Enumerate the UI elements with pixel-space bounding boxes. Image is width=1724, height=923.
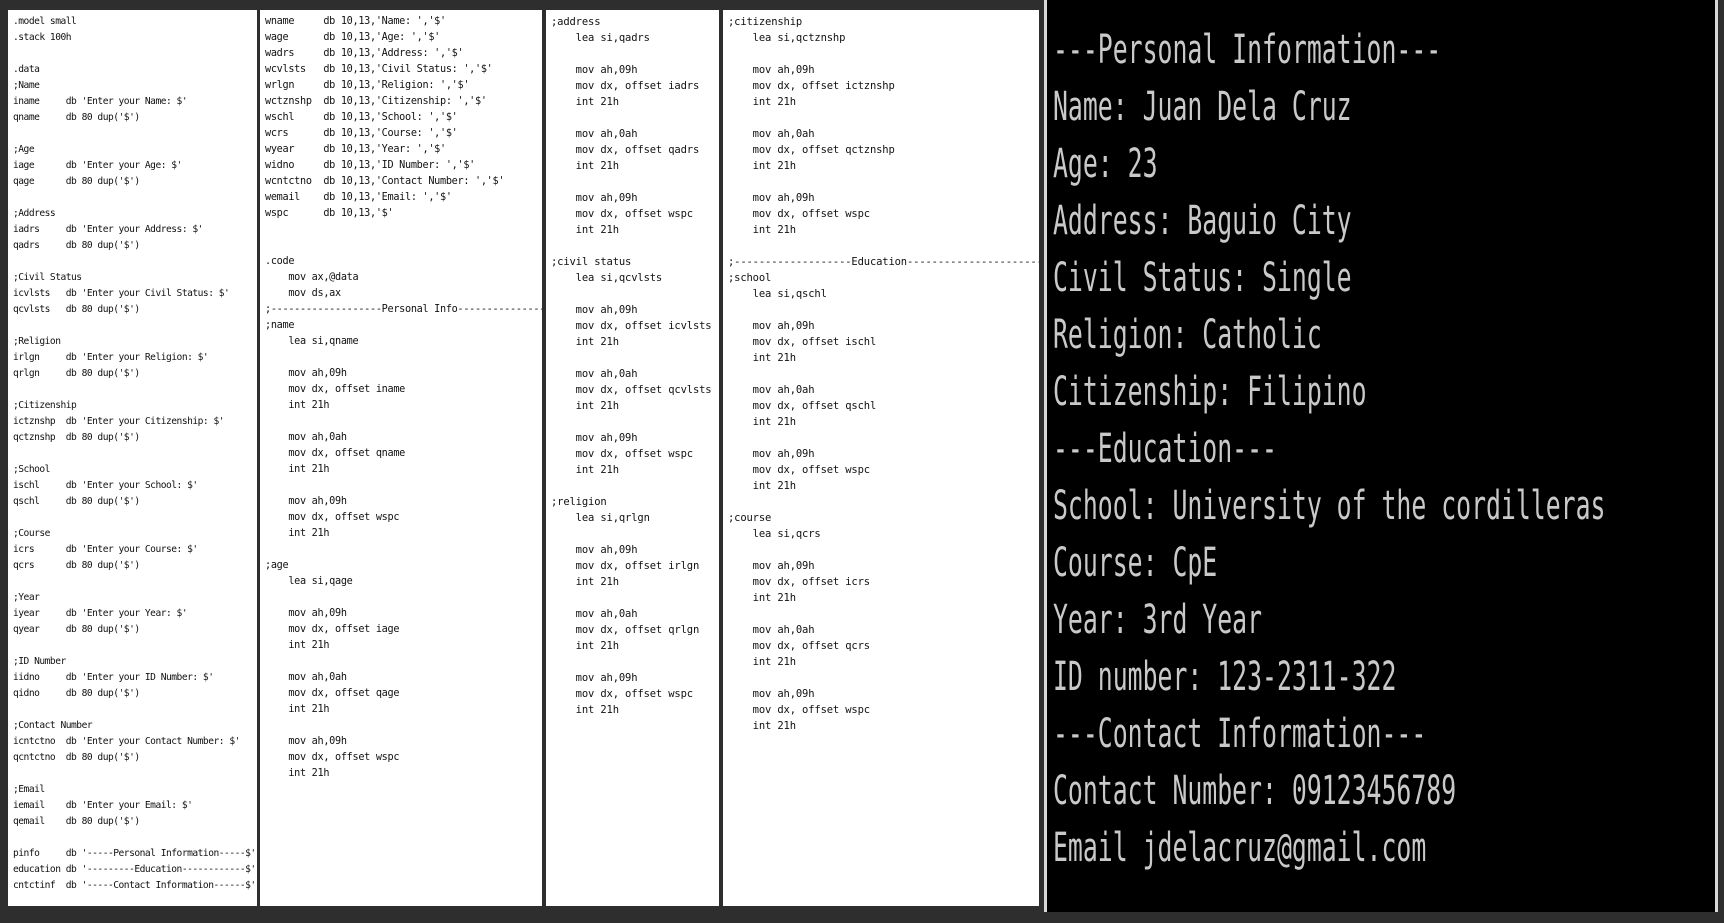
code-text: ;citizenship lea si,qctznshp mov ah,09h … bbox=[728, 16, 1039, 732]
terminal-line: Citizenship: Filipino bbox=[1053, 369, 1367, 415]
terminal-line: ---Contact Information--- bbox=[1053, 711, 1427, 757]
code-text: .model small .stack 100h .data ;Name ina… bbox=[13, 16, 257, 891]
terminal-line: Email jdelacruz@gmail.com bbox=[1053, 825, 1427, 871]
terminal-output-window: ---Personal Information--- Name: Juan De… bbox=[1044, 0, 1718, 912]
terminal-line: ---Personal Information--- bbox=[1053, 27, 1442, 73]
terminal-line: Year: 3rd Year bbox=[1053, 597, 1263, 643]
terminal-line: School: University of the cordilleras bbox=[1053, 483, 1606, 529]
terminal-line: ---Education--- bbox=[1053, 426, 1277, 472]
terminal-line: Name: Juan Dela Cruz bbox=[1053, 84, 1352, 130]
terminal-line: Contact Number: 09123456789 bbox=[1053, 768, 1457, 814]
terminal-line: ID number: 123-2311-322 bbox=[1053, 654, 1397, 700]
terminal-line: Address: Baguio City bbox=[1053, 198, 1352, 244]
code-panel-address-civil-religion: ;address lea si,qadrs mov ah,09h mov dx,… bbox=[546, 10, 719, 906]
terminal-line: Civil Status: Single bbox=[1053, 255, 1352, 301]
terminal-line: Course: CpE bbox=[1053, 540, 1218, 586]
terminal-lines: ---Personal Information--- Name: Juan De… bbox=[1053, 22, 1715, 877]
code-text: wname db 10,13,'Name: ','$' wage db 10,1… bbox=[265, 16, 542, 779]
terminal-line: Religion: Catholic bbox=[1053, 312, 1322, 358]
terminal-line: Age: 23 bbox=[1053, 141, 1158, 187]
code-panel-labels-and-code: wname db 10,13,'Name: ','$' wage db 10,1… bbox=[260, 10, 542, 906]
code-panel-data-segment: .model small .stack 100h .data ;Name ina… bbox=[8, 10, 257, 906]
code-panel-citizenship-education: ;citizenship lea si,qctznshp mov ah,09h … bbox=[723, 10, 1039, 906]
code-text: ;address lea si,qadrs mov ah,09h mov dx,… bbox=[551, 16, 712, 716]
